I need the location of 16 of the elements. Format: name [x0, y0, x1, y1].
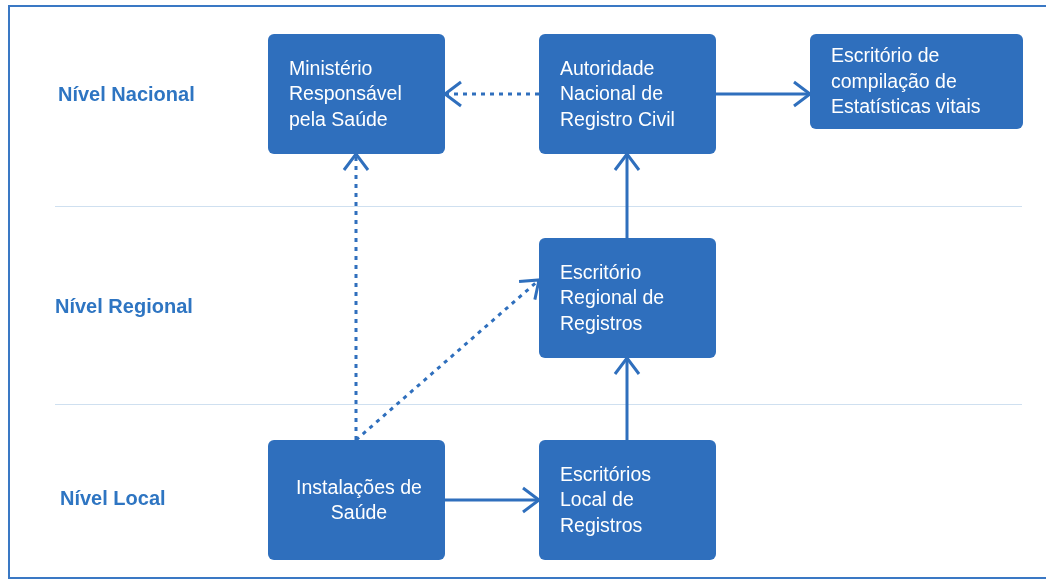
process-box: Ministério Responsável pela Saúde: [268, 34, 445, 154]
process-box: Instalações de Saúde: [268, 440, 445, 560]
arrow: [716, 80, 812, 108]
arrow: [445, 486, 541, 514]
process-box: Escritório de compilação de Estatísticas vitais: [810, 34, 1023, 129]
arrow: [613, 356, 641, 440]
arrow: [355, 278, 541, 442]
process-box: Escritórios Local de Registros: [539, 440, 716, 560]
process-box: Escritório Regional de Registros: [539, 238, 716, 358]
arrow: [342, 152, 370, 440]
level-label: Nível Regional: [55, 295, 193, 318]
arrow: [613, 152, 641, 238]
process-box: Autoridade Nacional de Registro Civil: [539, 34, 716, 154]
arrow: [443, 80, 539, 108]
level-label: Nível Nacional: [58, 83, 195, 106]
level-label: Nível Local: [60, 487, 166, 510]
